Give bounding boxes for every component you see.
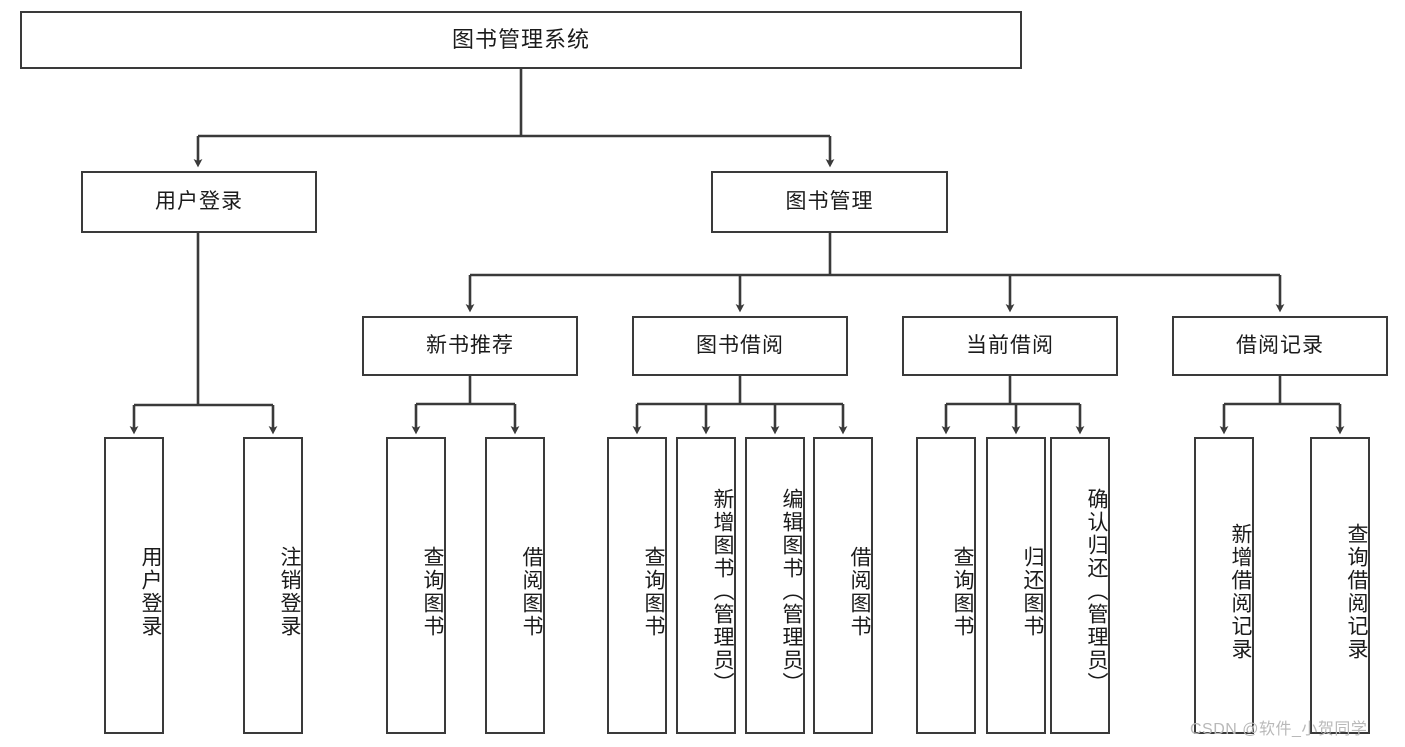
node-leaf-borrowrecord-add-record[interactable]: 新增借阅记录 [1194,437,1254,734]
node-leaf-currentborrow-query-book[interactable]: 查询图书 [916,437,976,734]
node-user-login[interactable]: 用户登录 [81,171,317,233]
node-label: 查询图书 [951,545,974,638]
node-label: 查询图书 [642,545,665,638]
node-leaf-newbook-borrow-book[interactable]: 借阅图书 [485,437,545,734]
node-label: 借阅图书 [520,545,543,638]
node-leaf-logout[interactable]: 注销登录 [243,437,303,734]
node-label: 借阅记录 [1236,334,1324,358]
node-label: 用户登录 [139,545,162,638]
node-leaf-bookborrow-borrow-book[interactable]: 借阅图书 [813,437,873,734]
node-leaf-user-login[interactable]: 用户登录 [104,437,164,734]
watermark-text: CSDN @软件_小贺同学 [1190,721,1368,738]
node-new-book-recommend[interactable]: 新书推荐 [362,316,578,376]
node-leaf-newbook-query-book[interactable]: 查询图书 [386,437,446,734]
node-label: 注销登录 [278,545,301,638]
node-label: 图书借阅 [696,334,784,358]
node-label: 编辑图书（管理员） [780,488,803,695]
node-book-management-system[interactable]: 图书管理系统 [20,11,1022,69]
node-label: 当前借阅 [966,334,1054,358]
node-label: 归还图书 [1021,545,1044,638]
node-label: 查询借阅记录 [1345,522,1368,661]
node-current-borrow[interactable]: 当前借阅 [902,316,1118,376]
node-label: 新增借阅记录 [1229,522,1252,661]
node-leaf-bookborrow-query-book[interactable]: 查询图书 [607,437,667,734]
node-label: 用户登录 [155,190,243,214]
node-leaf-bookborrow-add-book-admin[interactable]: 新增图书（管理员） [676,437,736,734]
node-label: 新书推荐 [426,334,514,358]
node-label: 确认归还（管理员） [1085,488,1108,695]
node-book-borrow[interactable]: 图书借阅 [632,316,848,376]
node-leaf-borrowrecord-query-record[interactable]: 查询借阅记录 [1310,437,1370,734]
node-label: 借阅图书 [848,545,871,638]
node-label: 图书管理 [785,190,874,214]
node-leaf-currentborrow-return-book[interactable]: 归还图书 [986,437,1046,734]
node-leaf-currentborrow-confirm-return-admin[interactable]: 确认归还（管理员） [1050,437,1110,734]
node-book-management[interactable]: 图书管理 [711,171,948,233]
node-label: 查询图书 [421,545,444,638]
node-borrow-record[interactable]: 借阅记录 [1172,316,1388,376]
node-leaf-bookborrow-edit-book-admin[interactable]: 编辑图书（管理员） [745,437,805,734]
node-label: 图书管理系统 [451,26,590,52]
node-label: 新增图书（管理员） [711,488,734,695]
